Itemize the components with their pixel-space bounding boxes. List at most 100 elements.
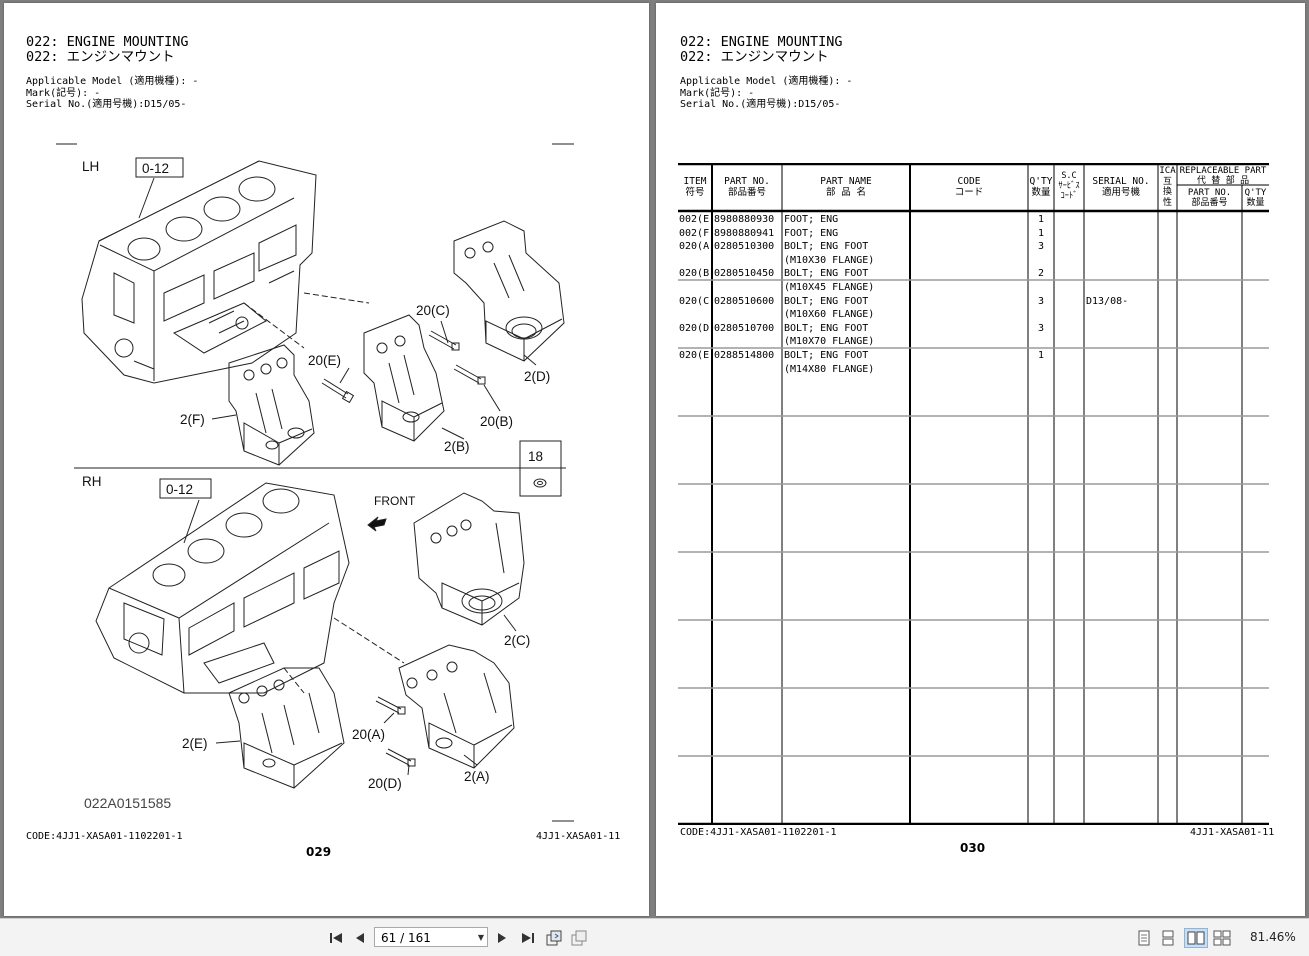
cell-part-name: (M14X80 FLANGE) bbox=[784, 363, 875, 375]
page-indicator: 61 / 161 bbox=[381, 931, 431, 945]
callout-2a[interactable]: 2(A) bbox=[464, 769, 490, 784]
header-part-no: PART NO.部品番号 bbox=[724, 176, 770, 198]
serial-no: Serial No.(適用号機):D15/05- bbox=[680, 99, 841, 110]
cell-part-name: (M10X60 FLANGE) bbox=[784, 309, 875, 321]
rotate-icon[interactable] bbox=[544, 928, 564, 948]
page-title-jp: 022: エンジンマウント bbox=[680, 49, 829, 65]
cell-part-name: (M10X45 FLANGE) bbox=[784, 282, 875, 293]
page-number: 029 bbox=[306, 845, 332, 859]
exploded-parts-diagram: LH RH 0-12 0-12 18 FRONT 20(C) 20(E) 2(D… bbox=[56, 143, 574, 822]
header-rep-part-no: PART NO.部品番号 bbox=[1187, 188, 1232, 208]
callout-20b[interactable]: 20(B) bbox=[480, 414, 513, 429]
foot-bracket-2f bbox=[228, 344, 315, 466]
callout-2f[interactable]: 2(F) bbox=[180, 412, 205, 427]
callout-20a[interactable]: 20(A) bbox=[352, 727, 385, 742]
page-number-select[interactable]: 61 / 161 ▼ bbox=[374, 927, 488, 947]
ref-rh[interactable]: 0-12 bbox=[166, 482, 193, 497]
serial-no: Serial No.(適用号機):D15/05- bbox=[26, 99, 187, 110]
cell-item: 020(B) bbox=[679, 268, 716, 280]
cell-part-no: 8980880941 bbox=[714, 227, 775, 239]
foot-bracket-2e bbox=[228, 667, 345, 789]
chevron-down-icon[interactable]: ▼ bbox=[477, 933, 484, 942]
export-icon[interactable] bbox=[569, 928, 589, 948]
code-footer: CODE:4JJ1-XASA01-1102201-1 bbox=[680, 827, 837, 838]
cell-qty: 3 bbox=[1038, 241, 1045, 253]
cell-part-no: 8980880930 bbox=[714, 214, 775, 225]
cell-part-name: BOLT; ENG FOOT bbox=[784, 350, 869, 361]
front-arrow-icon bbox=[367, 516, 387, 532]
callout-20e[interactable]: 20(E) bbox=[308, 353, 341, 368]
ref-box-rh bbox=[159, 478, 212, 499]
cell-part-name: BOLT; ENG FOOT bbox=[784, 295, 869, 307]
cell-item: 020(E) bbox=[679, 350, 716, 361]
page-title-en: 022: ENGINE MOUNTING bbox=[26, 34, 189, 50]
ref-lh[interactable]: 0-12 bbox=[142, 161, 169, 176]
foot-bracket-2b bbox=[363, 314, 445, 442]
first-page-icon[interactable] bbox=[326, 928, 346, 948]
cell-qty: 2 bbox=[1038, 268, 1045, 280]
cell-item: 002(F) bbox=[679, 227, 716, 239]
mark: Mark(記号): - bbox=[680, 88, 755, 99]
applicable-model: Applicable Model (適用機種): - bbox=[680, 76, 853, 87]
doc-number: 4JJ1-XASA01-11 bbox=[1190, 827, 1275, 838]
cell-part-name: FOOT; ENG bbox=[784, 227, 839, 239]
cell-serial: D13/08- bbox=[1086, 295, 1129, 307]
callout-20c[interactable]: 20(C) bbox=[416, 303, 450, 318]
cell-part-name: (M10X70 FLANGE) bbox=[784, 336, 875, 348]
cell-item: 002(E) bbox=[679, 214, 716, 225]
two-page-icon[interactable] bbox=[1184, 928, 1208, 948]
zoom-level[interactable]: 81.46% bbox=[1250, 930, 1296, 944]
cell-qty: 3 bbox=[1038, 295, 1045, 307]
cell-part-no: 0280510600 bbox=[714, 295, 775, 307]
callout-20d[interactable]: 20(D) bbox=[368, 776, 402, 791]
table-grid bbox=[678, 163, 1269, 825]
callout-2b[interactable]: 2(B) bbox=[444, 439, 470, 454]
cell-qty: 1 bbox=[1038, 214, 1045, 225]
cell-item: 020(C) bbox=[679, 295, 716, 307]
engine-block-rh bbox=[95, 482, 350, 694]
prev-page-icon[interactable] bbox=[350, 928, 370, 948]
ref-box-lh bbox=[135, 157, 184, 178]
foot-bracket-2d bbox=[453, 220, 565, 362]
cell-qty: 3 bbox=[1038, 322, 1045, 334]
bolt-20a bbox=[375, 696, 406, 715]
doc-number: 4JJ1-XASA01-11 bbox=[536, 831, 621, 842]
cell-item: 020(A) bbox=[679, 241, 716, 253]
applicable-model: Applicable Model (適用機種): - bbox=[26, 76, 199, 87]
cell-part-name: BOLT; ENG FOOT bbox=[784, 241, 869, 253]
last-page-icon[interactable] bbox=[518, 928, 538, 948]
code-footer: CODE:4JJ1-XASA01-1102201-1 bbox=[26, 831, 183, 842]
cell-part-name: FOOT; ENG bbox=[784, 214, 839, 225]
cell-part-no: 0280510450 bbox=[714, 268, 775, 280]
mark: Mark(記号): - bbox=[26, 88, 101, 99]
page-title-en: 022: ENGINE MOUNTING bbox=[680, 34, 843, 50]
two-page-continuous-icon[interactable] bbox=[1212, 928, 1232, 948]
viewer-toolbar: 61 / 161 ▼ 81.46% bbox=[0, 918, 1309, 956]
callout-2e[interactable]: 2(E) bbox=[182, 736, 208, 751]
ref-18[interactable]: 18 bbox=[528, 449, 543, 464]
reference-box-18 bbox=[519, 440, 562, 497]
engine-block-lh bbox=[81, 160, 317, 384]
bolt-20e bbox=[321, 378, 355, 404]
foot-bracket-2a bbox=[398, 644, 515, 769]
page-title-jp: 022: エンジンマウント bbox=[26, 49, 175, 65]
figure-number: 022A0151585 bbox=[84, 795, 171, 811]
callout-2d[interactable]: 2(D) bbox=[524, 369, 550, 384]
single-page-icon[interactable] bbox=[1134, 928, 1154, 948]
callout-2c[interactable]: 2(C) bbox=[504, 633, 530, 648]
header-serial: SERIAL NO.適用号機 bbox=[1092, 176, 1150, 198]
right-page: 022: ENGINE MOUNTING 022: エンジンマウント Appli… bbox=[656, 3, 1305, 916]
next-page-icon[interactable] bbox=[492, 928, 512, 948]
continuous-icon[interactable] bbox=[1158, 928, 1178, 948]
bolt-20b bbox=[453, 364, 486, 385]
rh-label: RH bbox=[82, 474, 102, 489]
page-number: 030 bbox=[960, 841, 986, 855]
